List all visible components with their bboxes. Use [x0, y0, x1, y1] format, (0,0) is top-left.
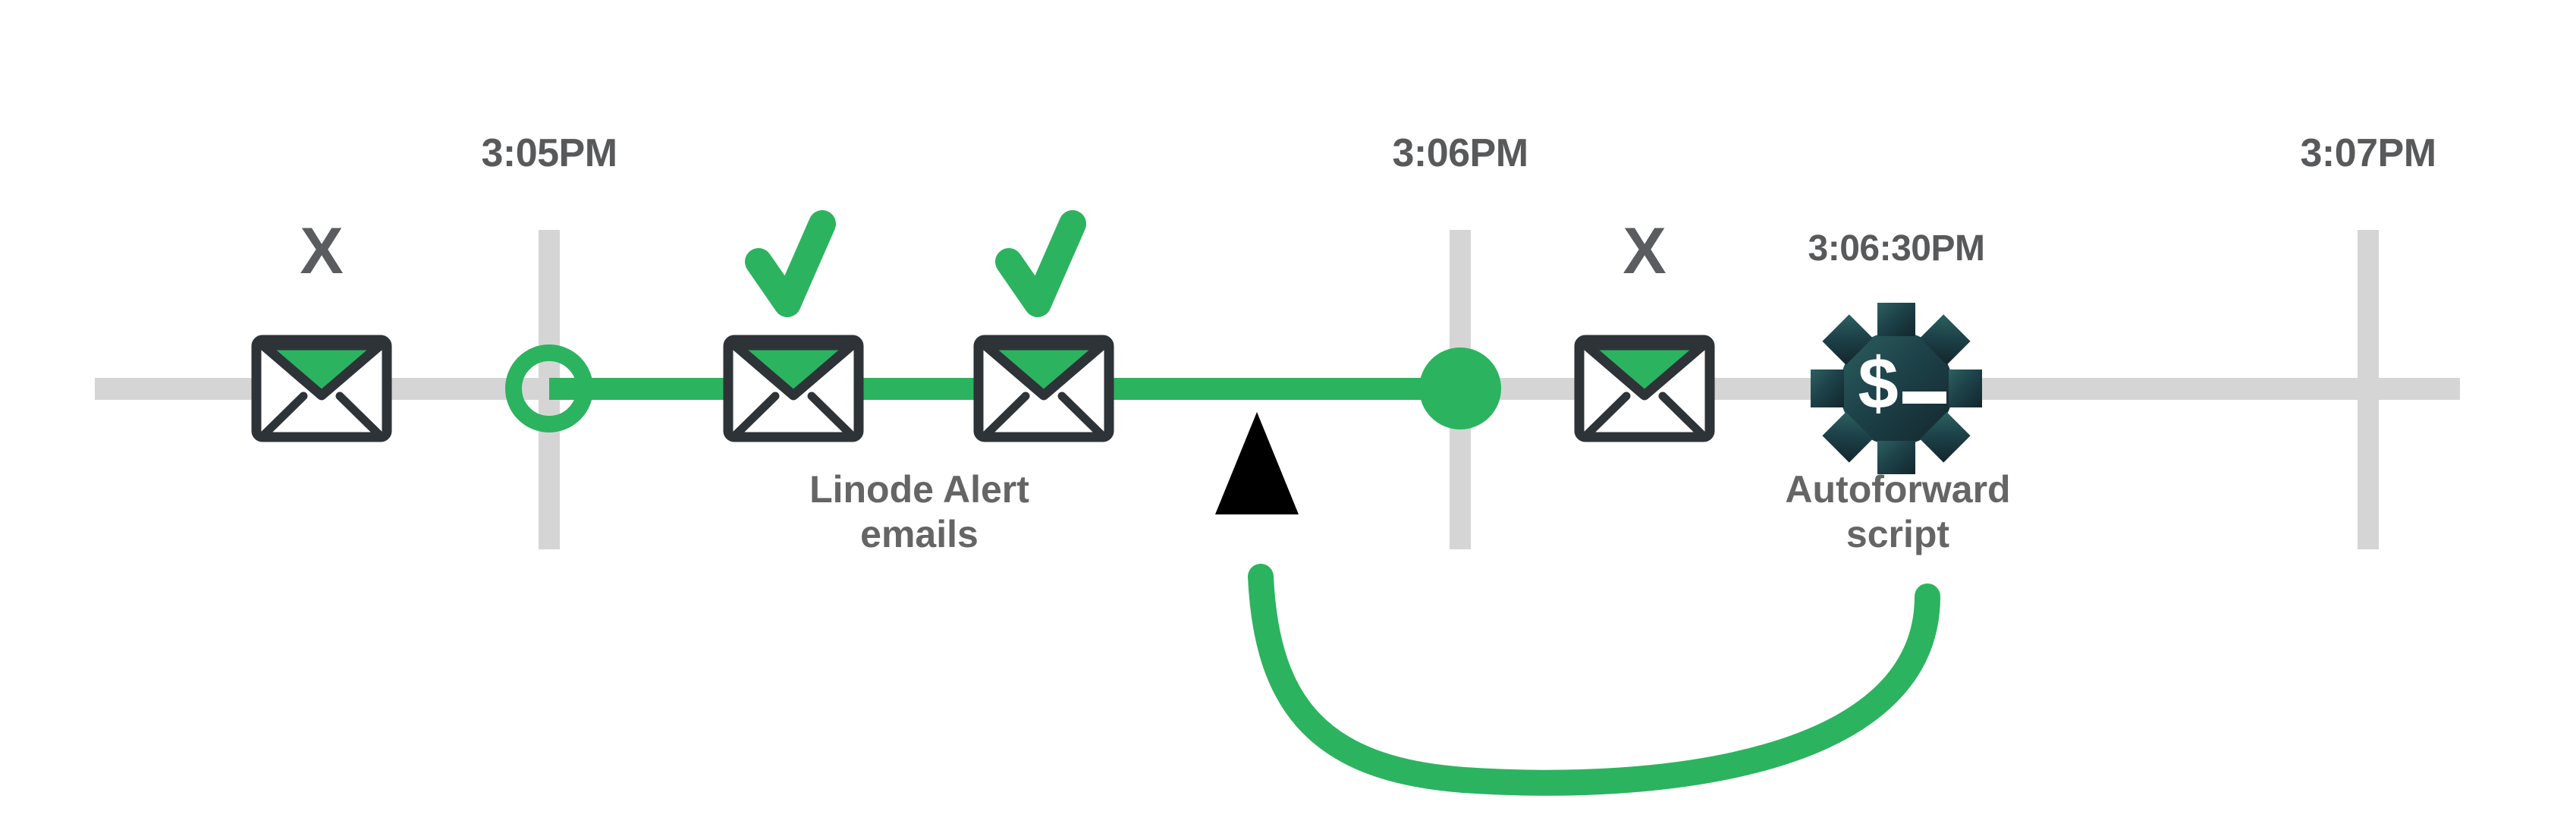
tick-label-307pm: 3:07PM: [2300, 131, 2436, 175]
feedback-arrowhead: [1215, 412, 1299, 514]
x-mark-icon: X: [300, 215, 344, 288]
open-circle-marker: [505, 344, 593, 432]
autoforward-script-time: 3:06:30PM: [1808, 228, 1985, 269]
tick-label-305pm: 3:05PM: [481, 131, 617, 175]
feedback-arrow: [1215, 412, 1940, 796]
gear-dollar-icon: $: [1811, 303, 1982, 474]
x-mark-icon: X: [1623, 215, 1667, 288]
check-mark-icon: [995, 210, 1086, 317]
check-mark-icon: [745, 210, 836, 317]
envelope-icon: [973, 335, 1114, 442]
envelope-icon: [1574, 335, 1715, 442]
tick-mark-307pm: [2358, 230, 2379, 549]
tick-label-306pm: 3:06PM: [1392, 131, 1528, 175]
autoforward-script-label: Autoforward script: [1785, 468, 2011, 555]
email-group-label: Linode Alert emails: [809, 468, 1029, 555]
envelope-icon: [251, 335, 392, 442]
envelope-icon: [723, 335, 864, 442]
svg-text:$: $: [1858, 343, 1898, 424]
filled-circle-marker: [1419, 348, 1501, 429]
